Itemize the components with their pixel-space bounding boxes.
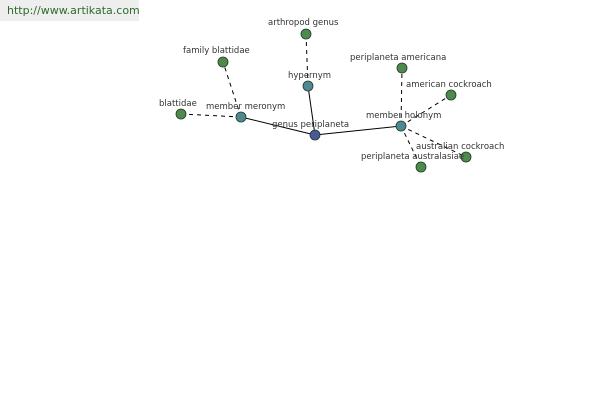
node-member-holonym[interactable]: [395, 120, 407, 132]
node-label-genus-periplaneta[interactable]: genus periplaneta: [272, 120, 349, 130]
edge-member-holonym-to-american-cockroach: [400, 94, 452, 127]
edge-layer: [180, 33, 467, 168]
node-label-periplaneta-australasiae[interactable]: periplaneta australasiae: [361, 152, 464, 162]
node-label-periplaneta-americana[interactable]: periplaneta americana: [350, 53, 446, 63]
node-label-member-holonym[interactable]: member holonym: [366, 111, 441, 121]
node-label-american-cockroach[interactable]: american cockroach: [406, 80, 492, 90]
node-arthropod-genus[interactable]: [300, 28, 312, 40]
node-periplaneta-australasiae[interactable]: [415, 161, 427, 173]
edge-member-meronym-to-family-blattidae: [222, 61, 242, 118]
edge-member-holonym-to-periplaneta-americana: [400, 67, 403, 127]
node-layer: [175, 28, 472, 173]
node-blattidae[interactable]: [175, 108, 187, 120]
edge-genus-periplaneta-to-member-holonym: [314, 125, 402, 136]
node-australian-cockroach[interactable]: [460, 151, 472, 163]
node-member-meronym[interactable]: [235, 111, 247, 123]
node-label-family-blattidae[interactable]: family blattidae: [183, 46, 250, 56]
node-family-blattidae[interactable]: [217, 56, 229, 68]
node-label-member-meronym[interactable]: member meronym: [206, 102, 285, 112]
label-layer: genus periplaneta member meronym hypernym m…: [159, 18, 504, 162]
node-label-australian-cockroach[interactable]: australian cockroach: [416, 142, 504, 152]
edge-hypernym-to-arthropod-genus: [305, 33, 309, 87]
node-genus-periplaneta[interactable]: [309, 129, 321, 141]
node-label-blattidae[interactable]: blattidae: [159, 99, 197, 109]
edge-genus-periplaneta-to-hypernym: [307, 85, 316, 136]
node-label-arthropod-genus[interactable]: arthropod genus: [268, 18, 339, 28]
node-periplaneta-americana[interactable]: [396, 62, 408, 74]
edge-genus-periplaneta-to-member-meronym: [240, 116, 316, 136]
watermark-url[interactable]: http://www.artikata.com: [0, 0, 140, 21]
node-american-cockroach[interactable]: [445, 89, 457, 101]
node-hypernym[interactable]: [302, 80, 314, 92]
edge-member-meronym-to-blattidae: [180, 113, 242, 118]
node-label-hypernym[interactable]: hypernym: [288, 71, 331, 81]
